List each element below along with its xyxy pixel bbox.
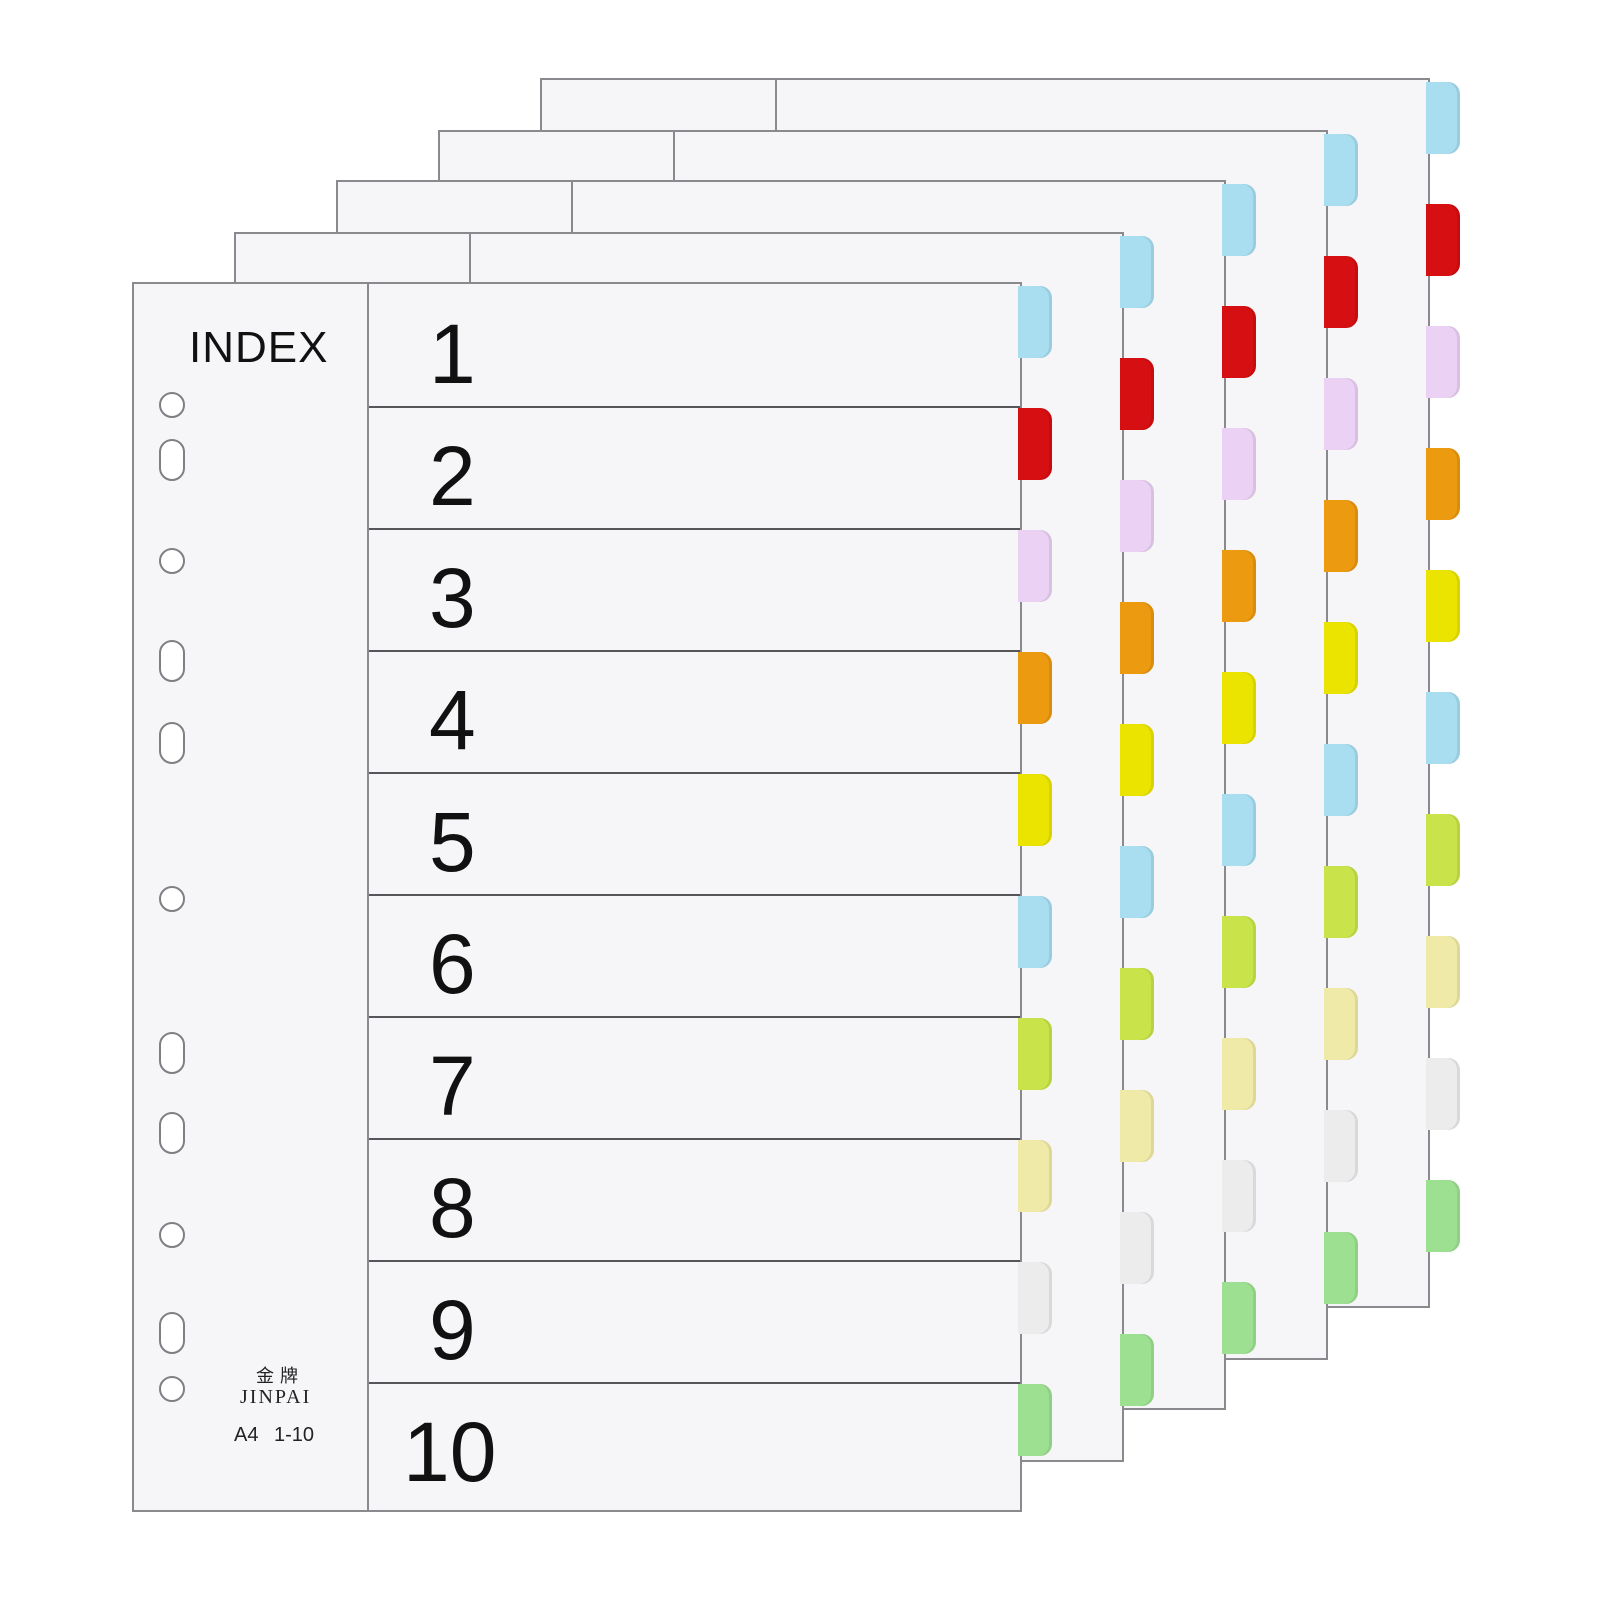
row-divider-line — [369, 1016, 1020, 1018]
punch-hole-icon — [159, 439, 185, 481]
tab-9[interactable] — [1324, 1110, 1358, 1182]
tab-9[interactable] — [1426, 1058, 1460, 1130]
index-heading: INDEX — [189, 323, 329, 372]
row-number: 3 — [429, 551, 476, 645]
tab-10[interactable] — [1018, 1384, 1052, 1456]
punch-hole-icon — [159, 1376, 185, 1402]
punch-hole-icon — [159, 392, 185, 418]
tab-5[interactable] — [1222, 672, 1256, 744]
tab-9[interactable] — [1018, 1262, 1052, 1334]
punch-hole-icon — [159, 722, 185, 764]
index-rows: 1 2 3 4 5 6 7 8 9 10 — [369, 284, 1020, 1510]
tab-5[interactable] — [1018, 774, 1052, 846]
row-divider-line — [369, 528, 1020, 530]
tab-2[interactable] — [1222, 306, 1256, 378]
tab-1[interactable] — [1426, 82, 1460, 154]
tab-4[interactable] — [1018, 652, 1052, 724]
tab-10[interactable] — [1120, 1334, 1154, 1406]
tab-2[interactable] — [1426, 204, 1460, 276]
tab-10[interactable] — [1222, 1282, 1256, 1354]
tab-10[interactable] — [1324, 1232, 1358, 1304]
tab-1[interactable] — [1222, 184, 1256, 256]
tab-9[interactable] — [1222, 1160, 1256, 1232]
tab-7[interactable] — [1426, 814, 1460, 886]
row-divider-line — [369, 650, 1020, 652]
tab-4[interactable] — [1426, 448, 1460, 520]
punch-hole-icon — [159, 640, 185, 682]
tab-6[interactable] — [1426, 692, 1460, 764]
tab-4[interactable] — [1120, 602, 1154, 674]
row-number: 7 — [429, 1039, 476, 1133]
tab-1[interactable] — [1120, 236, 1154, 308]
tab-6[interactable] — [1324, 744, 1358, 816]
tab-8[interactable] — [1324, 988, 1358, 1060]
tab-5[interactable] — [1120, 724, 1154, 796]
brand-name: JINPAI — [240, 1386, 312, 1408]
tab-10[interactable] — [1426, 1180, 1460, 1252]
index-spine: INDEX 金牌 JINPAI A4 1-10 — [134, 284, 369, 1510]
row-divider-line — [369, 1260, 1020, 1262]
row-number: 10 — [403, 1405, 497, 1499]
row-number: 4 — [429, 673, 476, 767]
row-number: 2 — [429, 429, 476, 523]
tab-6[interactable] — [1120, 846, 1154, 918]
tab-3[interactable] — [1018, 530, 1052, 602]
tab-5[interactable] — [1426, 570, 1460, 642]
tab-6[interactable] — [1222, 794, 1256, 866]
tab-2[interactable] — [1324, 256, 1358, 328]
tab-3[interactable] — [1222, 428, 1256, 500]
row-divider-line — [369, 406, 1020, 408]
row-divider-line — [369, 772, 1020, 774]
punch-hole-icon — [159, 1112, 185, 1154]
row-number: 1 — [429, 307, 476, 401]
punch-hole-icon — [159, 886, 185, 912]
row-number: 9 — [429, 1283, 476, 1377]
row-divider-line — [369, 1138, 1020, 1140]
tab-8[interactable] — [1222, 1038, 1256, 1110]
tab-7[interactable] — [1120, 968, 1154, 1040]
brand-logo-chinese: 金牌 — [256, 1366, 304, 1387]
tab-8[interactable] — [1018, 1140, 1052, 1212]
tab-7[interactable] — [1018, 1018, 1052, 1090]
tab-1[interactable] — [1324, 134, 1358, 206]
row-divider-line — [369, 1382, 1020, 1384]
tab-2[interactable] — [1120, 358, 1154, 430]
punch-hole-icon — [159, 1312, 185, 1354]
tab-5[interactable] — [1324, 622, 1358, 694]
tab-3[interactable] — [1426, 326, 1460, 398]
row-number: 8 — [429, 1161, 476, 1255]
divider-page: INDEX 金牌 JINPAI A4 1-10 1 2 3 4 5 6 7 8 9 10 — [132, 282, 1022, 1512]
tab-3[interactable] — [1324, 378, 1358, 450]
punch-hole-icon — [159, 548, 185, 574]
tab-4[interactable] — [1324, 500, 1358, 572]
size-range-label: A4 1-10 — [234, 1424, 315, 1446]
tab-2[interactable] — [1018, 408, 1052, 480]
tab-7[interactable] — [1222, 916, 1256, 988]
tab-3[interactable] — [1120, 480, 1154, 552]
tab-8[interactable] — [1120, 1090, 1154, 1162]
tab-4[interactable] — [1222, 550, 1256, 622]
tab-1[interactable] — [1018, 286, 1052, 358]
punch-hole-icon — [159, 1222, 185, 1248]
row-divider-line — [369, 894, 1020, 896]
tab-7[interactable] — [1324, 866, 1358, 938]
tab-6[interactable] — [1018, 896, 1052, 968]
row-number: 5 — [429, 795, 476, 889]
punch-hole-icon — [159, 1032, 185, 1074]
tab-9[interactable] — [1120, 1212, 1154, 1284]
tab-8[interactable] — [1426, 936, 1460, 1008]
row-number: 6 — [429, 917, 476, 1011]
